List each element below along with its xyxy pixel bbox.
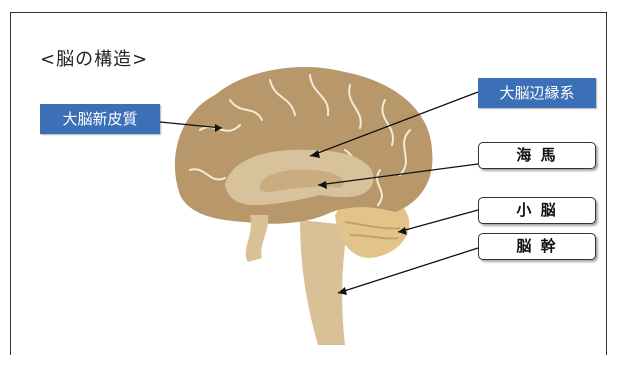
diagram-title: <脳の構造> <box>40 49 149 70</box>
brainstem-shape <box>300 220 348 345</box>
label-limbic: 大脳辺縁系 <box>478 78 596 108</box>
pointer-cerebellum <box>397 209 479 233</box>
diagram-frame <box>10 12 607 355</box>
label-neocortex: 大脳新皮質 <box>40 104 160 134</box>
label-cerebellum: 小 脳 <box>478 197 596 224</box>
label-hippocampus: 海 馬 <box>478 142 596 169</box>
cerebrum-shape <box>174 66 433 224</box>
pointer-limbic <box>309 91 479 157</box>
pointer-hippocampus <box>317 163 479 186</box>
pointer-brainstem <box>337 247 479 294</box>
label-brainstem: 脳 幹 <box>478 233 596 260</box>
pointer-neocortex <box>159 121 223 129</box>
cerebellum-shape <box>335 197 410 258</box>
